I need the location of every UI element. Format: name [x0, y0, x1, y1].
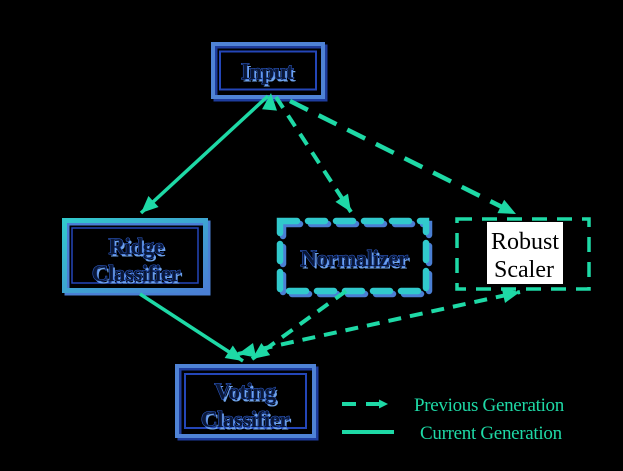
arrow-normalizer-to-voting-classifier-arrowhead: [252, 342, 271, 359]
legend-previous-generation-line-arrowhead: [379, 399, 388, 409]
svg-text:Voting: Voting: [216, 382, 278, 407]
svg-text:Classifier: Classifier: [203, 410, 292, 435]
svg-text:Input: Input: [241, 59, 294, 84]
arrow-voting-classifier-robust-scaler-arrowhead: [501, 288, 520, 303]
ridge-box-inner-border: [71, 227, 199, 284]
normalizer-box-border: [276, 217, 430, 295]
arrowhead-into-input: [262, 93, 277, 111]
svg-text:Ridge: Ridge: [109, 234, 164, 259]
arrow-input-to-robust-scaler: [288, 98, 518, 217]
arrow-voting-classifier-robust-scaler: [237, 288, 521, 358]
svg-text:Classifier: Classifier: [92, 261, 181, 286]
node-input: Input Input: [211, 42, 328, 102]
svg-text:Ridge: Ridge: [111, 237, 166, 262]
svg-text:Voting: Voting: [214, 379, 276, 404]
svg-text:Classifier: Classifier: [94, 264, 183, 289]
node-ridge-classifier: Ridge Ridge Classifier Classifier: [62, 218, 211, 296]
legend-previous-generation-label: Previous Generation: [414, 395, 565, 416]
ridge-classifier-label: Ridge Ridge Classifier Classifier: [91, 234, 183, 289]
svg-text:Input: Input: [243, 62, 296, 87]
svg-text:Normalizer: Normalizer: [302, 249, 410, 274]
arrow-input-to-ridge-classifier-line: [139, 94, 270, 215]
node-voting-classifier: Voting Voting Classifier Classifier: [175, 364, 319, 441]
node-robust-scaler: Robust Scaler: [455, 217, 591, 291]
svg-text:Scaler: Scaler: [494, 257, 554, 283]
input-box-inner-border: [219, 50, 317, 91]
node-normalizer: Normalizer Normalizer: [276, 217, 433, 298]
input-label: Input Input: [240, 59, 296, 87]
arrow-voting-classifier-robust-scaler-arrowhead-start: [238, 343, 257, 358]
voting-box-shadow: [177, 366, 319, 441]
svg-text:Normalizer: Normalizer: [300, 246, 408, 271]
ridge-box-border: [62, 218, 208, 293]
arrow-input-to-normalizer-arrowhead: [335, 193, 351, 212]
svg-text:Robust: Robust: [491, 229, 559, 255]
robust-scaler-label-background: [487, 222, 563, 284]
arrow-voting-classifier-robust-scaler-line: [237, 290, 521, 356]
arrow-input-to-ridge-classifier: [139, 94, 270, 215]
arrow-ridge-classifier-to-voting-classifier-line: [139, 292, 244, 363]
normalizer-label: Normalizer Normalizer: [300, 246, 411, 274]
arrow-ridge-classifier-to-voting-classifier: [139, 292, 244, 363]
svg-text:Classifier: Classifier: [201, 407, 290, 432]
voting-box-inner-border: [184, 373, 307, 429]
arrow-input-to-ridge-classifier-arrowhead: [141, 195, 159, 213]
arrow-input-to-robust-scaler-line: [288, 98, 518, 217]
legend: Previous Generation Current Generation: [414, 395, 565, 444]
legend-previous-generation-line: [342, 399, 388, 409]
arrow-input-to-robust-scaler-arrowhead: [497, 199, 516, 214]
arrow-ridge-classifier-to-voting-classifier-arrowhead: [224, 345, 243, 361]
legend-current-generation-label: Current Generation: [420, 423, 563, 444]
voting-box-border: [175, 364, 316, 438]
arrow-input-to-normalizer: [274, 95, 353, 214]
voting-classifier-label: Voting Voting Classifier Classifier: [200, 379, 292, 435]
arrow-input-to-normalizer-line: [274, 95, 353, 214]
robust-scaler-label: Robust Scaler: [491, 229, 559, 283]
edge-layer: [139, 93, 521, 434]
